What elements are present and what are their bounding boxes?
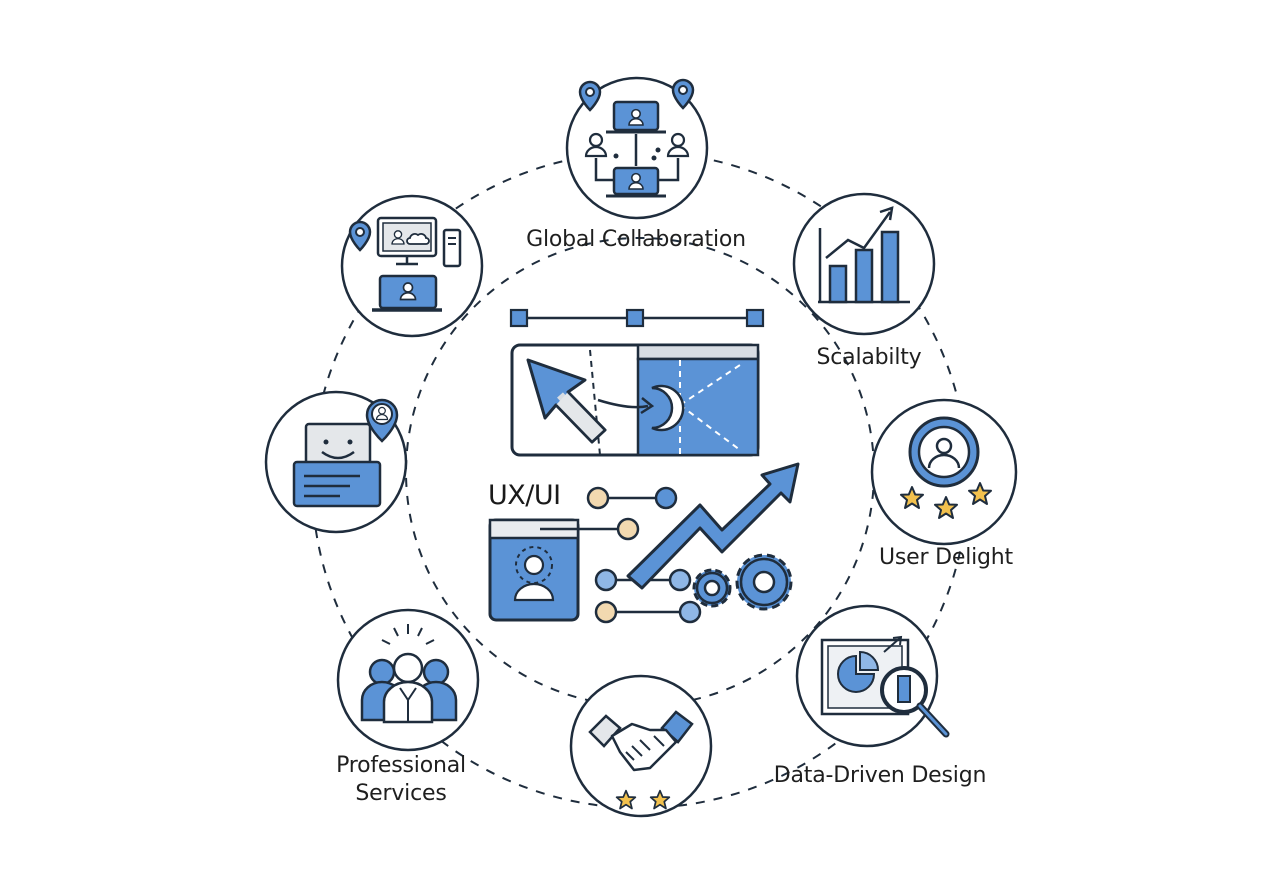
node-user-delight bbox=[870, 398, 1018, 546]
team-professionals-icon bbox=[360, 624, 458, 724]
node-data-driven-design bbox=[795, 604, 950, 748]
node-global-collaboration bbox=[565, 76, 709, 220]
chart-magnifier-icon bbox=[820, 635, 950, 738]
label-data-driven-design: Data-Driven Design bbox=[773, 763, 987, 788]
user-rating-stars-icon bbox=[900, 416, 992, 519]
node-support bbox=[264, 390, 408, 534]
center-ux-illustration bbox=[488, 308, 800, 624]
video-conference-network-icon bbox=[578, 78, 695, 198]
node-remote-work bbox=[340, 194, 484, 338]
happy-document-location-icon bbox=[292, 398, 399, 508]
gear-icon bbox=[735, 553, 793, 611]
center-label: UX/UI bbox=[488, 480, 561, 511]
handshake-stars-icon bbox=[588, 710, 694, 810]
label-professional-services-line1: Professional bbox=[336, 753, 466, 778]
label-global-collaboration: Global Collaboration bbox=[526, 227, 746, 252]
gear-icon bbox=[692, 568, 732, 608]
node-professional-services bbox=[336, 608, 480, 752]
label-scalability: Scalabilty bbox=[816, 345, 922, 370]
remote-workstation-icon bbox=[348, 216, 462, 312]
inner-ring bbox=[405, 237, 875, 707]
node-partnership bbox=[569, 674, 713, 818]
node-scalability bbox=[792, 192, 936, 336]
bar-chart-growth-icon bbox=[818, 206, 910, 304]
label-user-delight: User Delight bbox=[879, 545, 1013, 570]
label-professional-services-line2: Services bbox=[355, 781, 447, 806]
